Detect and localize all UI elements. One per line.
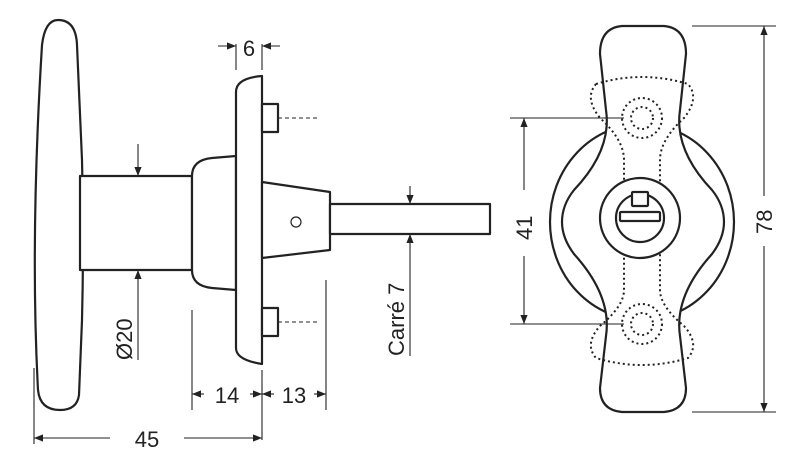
- dim-label-overall-depth: 45: [135, 427, 159, 452]
- front-dimensions: 41 78: [510, 25, 777, 413]
- screw-hole-bottom-outer: [621, 303, 663, 345]
- square-spindle: [328, 202, 492, 236]
- screw-hole-top-inner: [630, 106, 654, 130]
- hidden-plate-outline: [589, 76, 695, 366]
- handle-shaft: [78, 174, 194, 272]
- screw-bottom: [260, 306, 280, 338]
- mounting-plate: [234, 74, 264, 366]
- side-dimensions: 6 Ø20 14 13 45 Carré 7: [33, 36, 414, 452]
- key-slot: [618, 210, 662, 223]
- dim-label-plate-to-step: 14: [215, 383, 239, 408]
- dim-label-shaft-diameter: Ø20: [112, 318, 137, 360]
- spindle-collar: [260, 180, 332, 260]
- dim-label-screw-offset: 6: [243, 36, 255, 61]
- key-slot-notch: [630, 190, 650, 208]
- cone-hub: [190, 154, 238, 292]
- dim-label-spindle-square: Carré 7: [384, 283, 409, 356]
- side-view: [33, 18, 492, 412]
- dim-label-spindle-length: 13: [282, 383, 306, 408]
- dim-label-hole-spacing: 41: [512, 216, 537, 240]
- screw-hole-top-outer: [621, 97, 663, 139]
- screw-hole-bottom-inner: [630, 312, 654, 336]
- dim-label-handle-height: 78: [752, 210, 777, 234]
- handle-grip: [33, 18, 85, 412]
- front-view: [548, 24, 736, 414]
- collar-pin: [290, 216, 302, 228]
- screw-top: [260, 102, 280, 134]
